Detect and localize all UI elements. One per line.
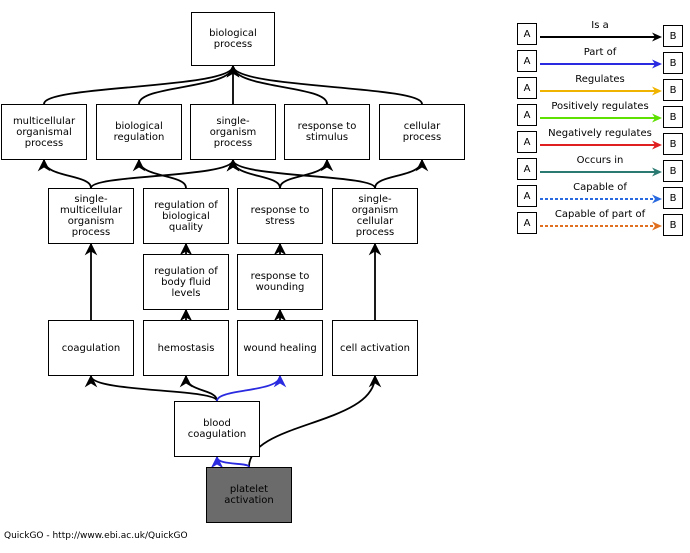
legend-arrowhead <box>652 32 662 42</box>
term-label: biological process <box>209 28 257 50</box>
legend-source-box: A <box>517 77 537 99</box>
term-label: response to wounding <box>250 271 310 293</box>
legend-label: Occurs in <box>576 155 624 166</box>
edge-mop-to-bp <box>43 64 240 105</box>
term-label: single-organism process <box>209 115 257 149</box>
edge-bc-to-coag <box>84 374 218 402</box>
legend-source-box: A <box>517 23 537 45</box>
quickgo-footer: QuickGO - http://www.ebi.ac.uk/QuickGO <box>4 531 188 541</box>
legend-lines <box>540 32 662 231</box>
legend-target-box: B <box>663 106 683 128</box>
legend-target-box: B <box>663 214 683 236</box>
edge-smop-to-mop <box>37 158 92 189</box>
edge-pa-to-ca <box>248 374 382 468</box>
term-label: regulation of body fluid levels <box>154 265 218 299</box>
term-node-blood-coagulation[interactable]: blood coagulation <box>174 401 260 457</box>
legend-source-box: A <box>517 131 537 153</box>
legend-label: Negatively regulates <box>548 128 652 139</box>
term-node-hemostasis[interactable]: hemostasis <box>143 320 229 376</box>
legend-source-box: A <box>517 185 537 207</box>
edge-rbq-to-breg <box>132 158 187 189</box>
term-node-biological-process[interactable]: biological process <box>191 12 275 66</box>
edge-smop-to-sop <box>90 158 240 189</box>
term-label: blood coagulation <box>187 418 247 440</box>
legend-label: Capable of <box>573 182 627 193</box>
term-label: hemostasis <box>157 342 215 354</box>
term-label: cellular process <box>402 121 442 143</box>
edge-bc-to-hemo <box>179 374 218 402</box>
legend-target-box: B <box>663 25 683 47</box>
legend-target-box: B <box>663 187 683 209</box>
term-node-multicellular-organismal-process[interactable]: multicellular organismal process <box>1 104 87 160</box>
legend-label: Capable of part of <box>554 209 646 220</box>
legend-source-box: A <box>517 104 537 126</box>
term-node-regulation-of-body-fluid-levels[interactable]: regulation of body fluid levels <box>143 254 229 310</box>
legend-label: Positively regulates <box>551 101 649 112</box>
legend-label: Part of <box>583 47 617 58</box>
legend-arrowhead <box>652 113 662 123</box>
term-node-response-to-wounding[interactable]: response to wounding <box>237 254 323 310</box>
legend-arrowhead <box>652 59 662 69</box>
edge-socp-to-cp <box>374 158 429 189</box>
term-label: response to stimulus <box>297 121 357 143</box>
term-node-coagulation[interactable]: coagulation <box>48 320 134 376</box>
term-node-wound-healing[interactable]: wound healing <box>237 320 323 376</box>
term-label: response to stress <box>250 205 310 227</box>
term-node-response-to-stimulus[interactable]: response to stimulus <box>284 104 370 160</box>
term-node-cell-activation[interactable]: cell activation <box>332 320 418 376</box>
legend-target-box: B <box>663 79 683 101</box>
legend-arrowhead <box>652 194 662 204</box>
legend-target-box: B <box>663 160 683 182</box>
legend-arrowhead <box>652 140 662 150</box>
term-label: multicellular organismal process <box>12 115 76 149</box>
legend-source-box: A <box>517 50 537 72</box>
term-node-biological-regulation[interactable]: biological regulation <box>96 104 182 160</box>
term-node-platelet-activation-selected[interactable]: platelet activation <box>206 467 292 523</box>
term-node-single-organism-cellular-process[interactable]: single-organism cellular process <box>332 188 418 244</box>
legend-target-box: B <box>663 52 683 74</box>
term-label: platelet activation <box>224 484 274 506</box>
term-label: single-multicellular organism process <box>59 194 123 238</box>
legend-label: Is a <box>591 20 609 31</box>
edge-socp-to-sop <box>226 158 376 189</box>
term-node-cellular-process[interactable]: cellular process <box>379 104 465 160</box>
edge-cp-to-bp <box>226 64 423 105</box>
term-node-single-multicellular-organism-process[interactable]: single-multicellular organism process <box>48 188 134 244</box>
term-label: cell activation <box>340 342 410 354</box>
legend-arrowhead <box>652 167 662 177</box>
legend-arrowhead <box>652 221 662 231</box>
edge-bc-to-wh <box>216 374 287 402</box>
term-label: wound healing <box>243 342 317 354</box>
legend-arrowhead <box>652 86 662 96</box>
legend-source-box: A <box>517 158 537 180</box>
edge-pa-to-bc <box>210 455 250 469</box>
term-label: single-organism cellular process <box>351 194 399 238</box>
term-node-response-to-stress[interactable]: response to stress <box>237 188 323 244</box>
relation-edges <box>37 64 429 469</box>
term-node-single-organism-process[interactable]: single-organism process <box>190 104 276 160</box>
term-label: regulation of biological quality <box>154 199 218 233</box>
legend-source-box: A <box>517 212 537 234</box>
edge-rtstress-to-sop <box>226 158 281 189</box>
term-label: biological regulation <box>113 121 165 143</box>
legend-label: Regulates <box>575 74 625 85</box>
legend-target-box: B <box>663 133 683 155</box>
term-label: coagulation <box>61 342 121 354</box>
term-node-regulation-of-biological-quality[interactable]: regulation of biological quality <box>143 188 229 244</box>
